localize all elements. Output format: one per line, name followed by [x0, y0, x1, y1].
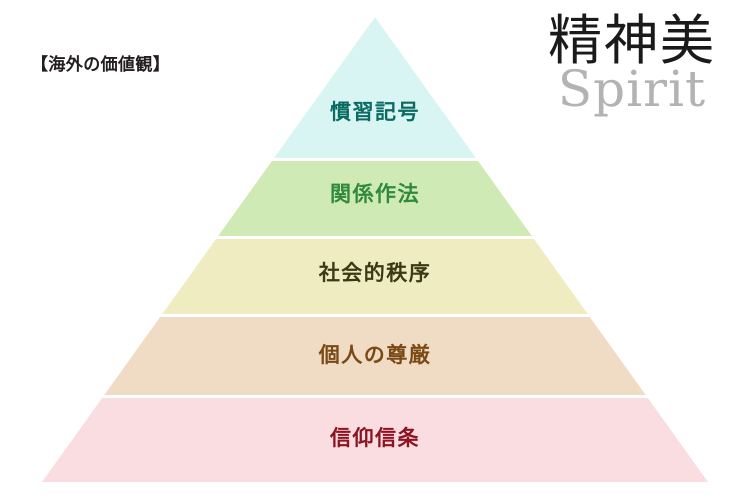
brand-logo: 精神美 Spirit [548, 9, 716, 118]
brand-roman-text: Spirit [557, 60, 707, 118]
tier-band-2 [42, 161, 708, 236]
tier-band-5 [42, 398, 708, 482]
brand-kanji-text: 精神美 [548, 9, 716, 72]
tier-band-3 [42, 239, 708, 314]
tier-band-4 [42, 317, 708, 395]
category-caption: 【海外の価値観】 [31, 55, 171, 75]
